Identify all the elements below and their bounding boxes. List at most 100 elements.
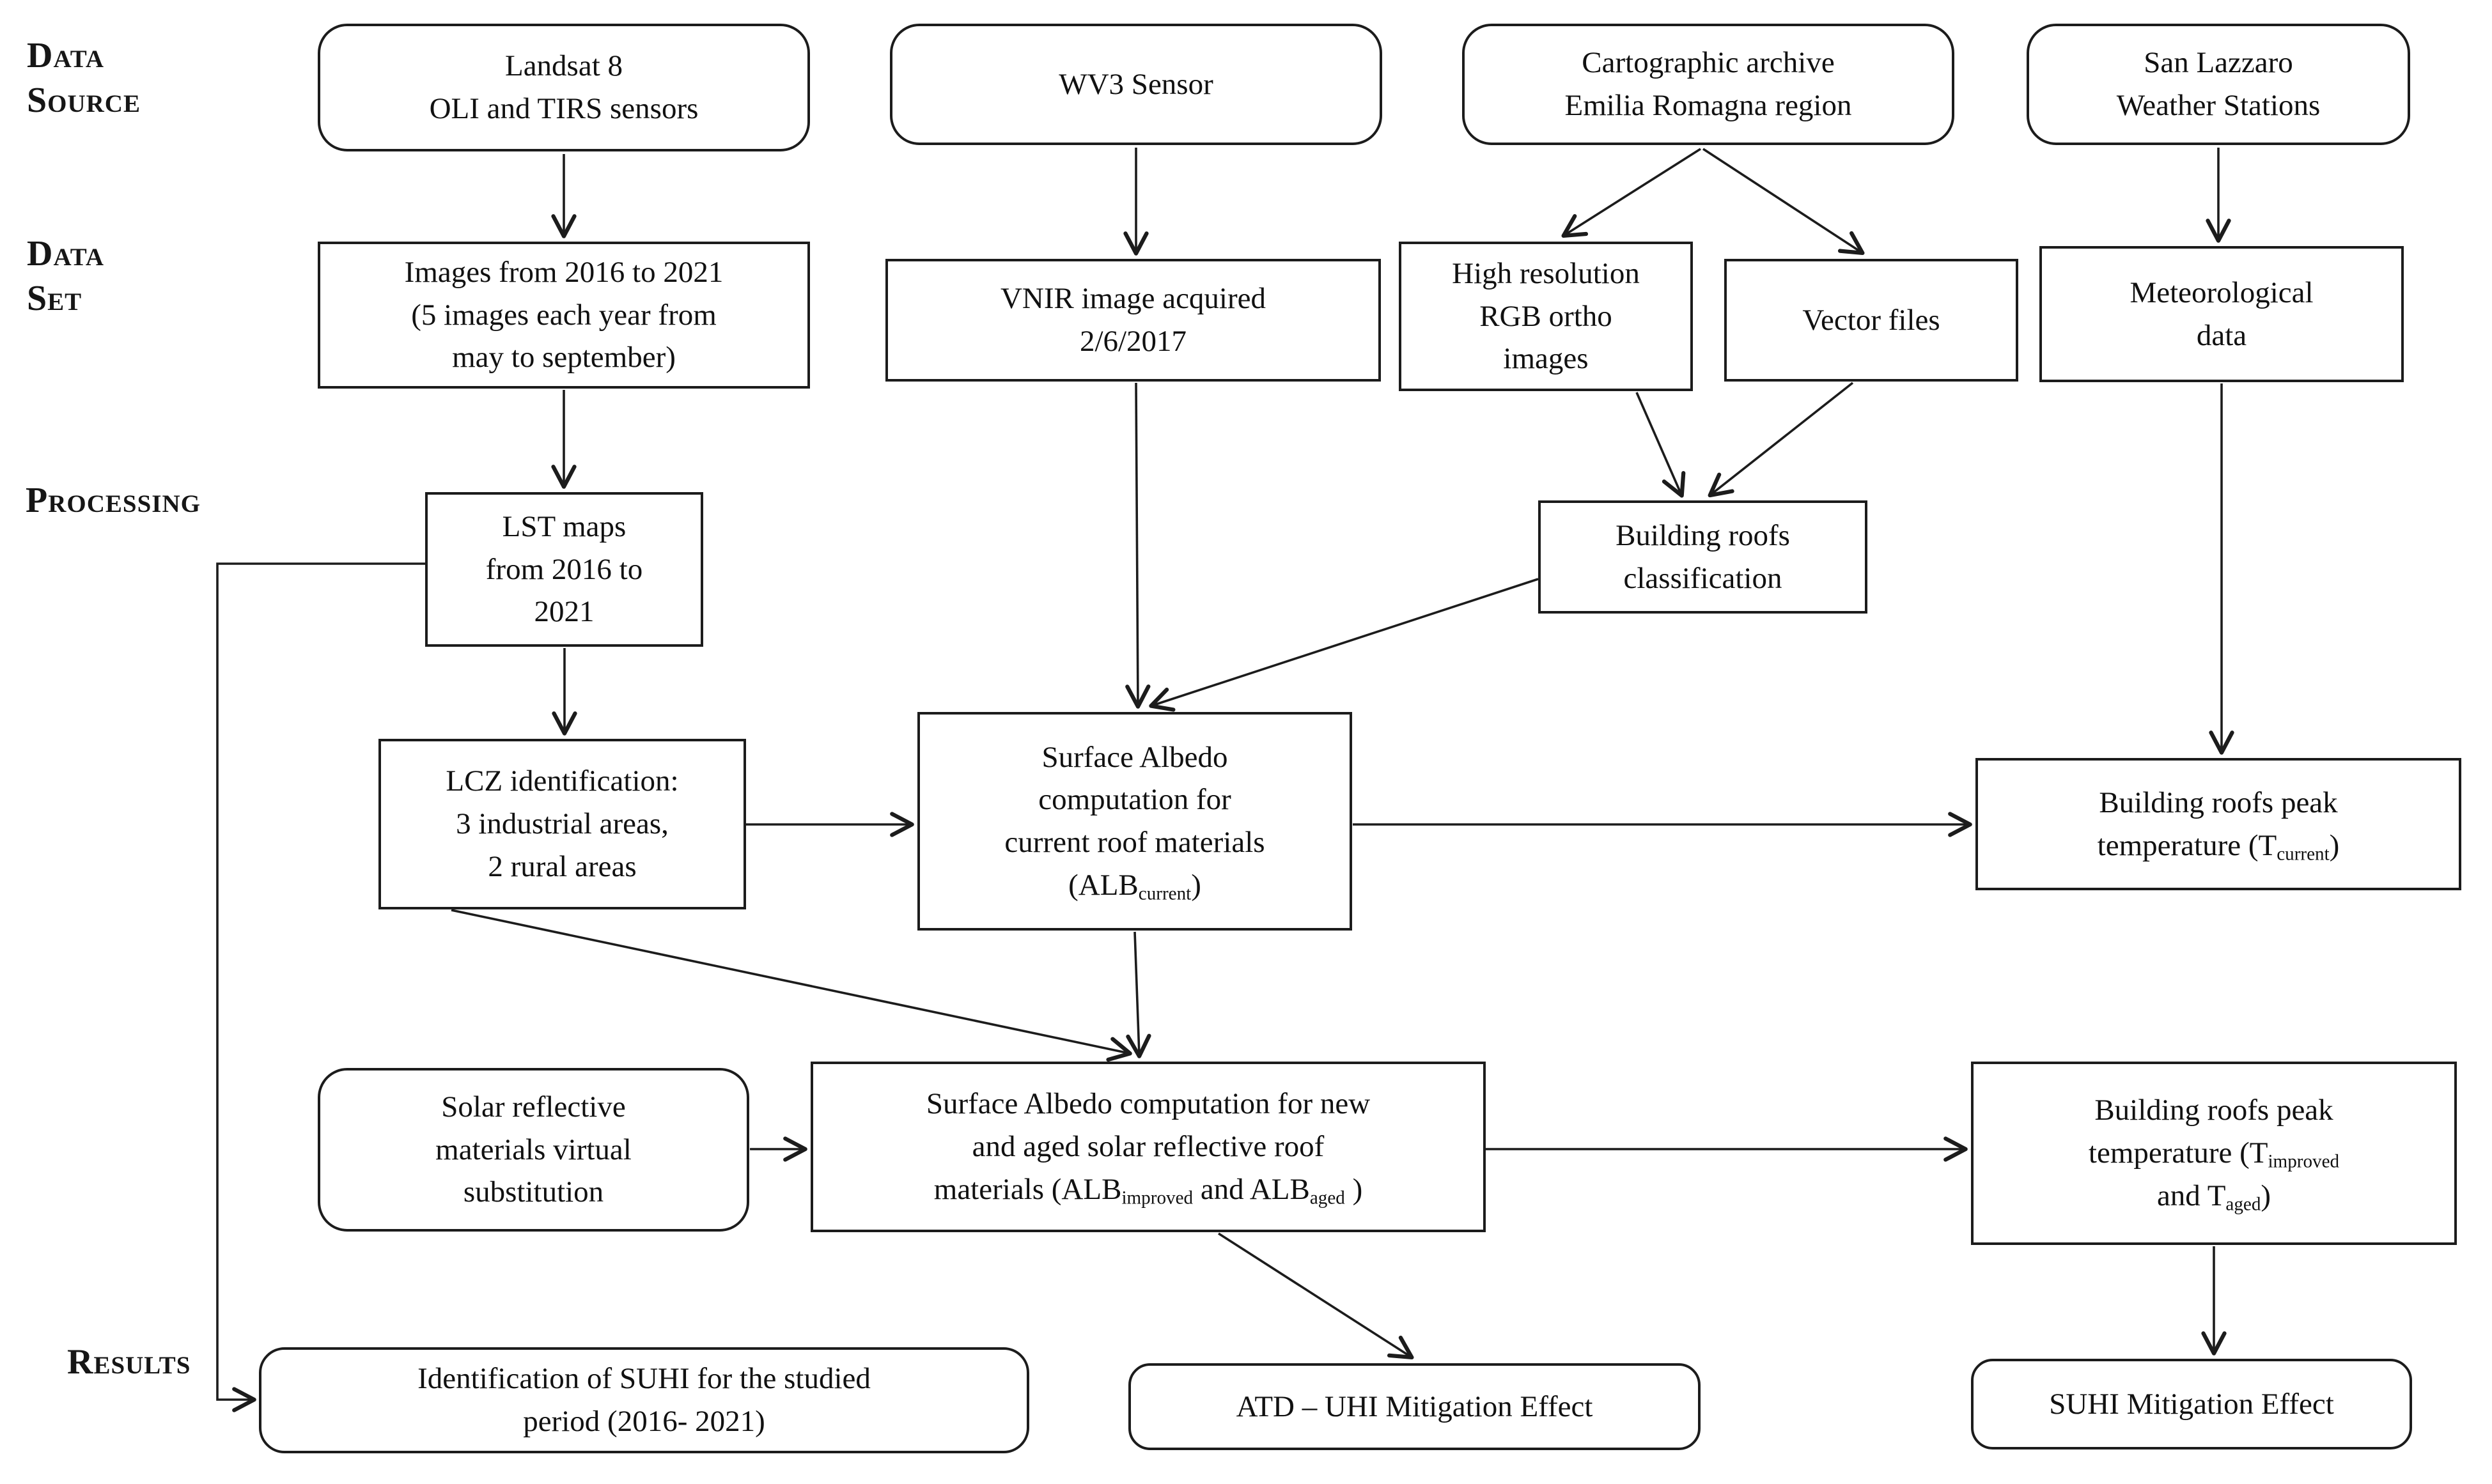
- box-solar-line1: Solar reflective: [441, 1090, 626, 1124]
- albedo-new-symbol: materials (ALB: [933, 1172, 1122, 1206]
- temp-aged-symbol: and T: [2156, 1179, 2226, 1212]
- box-landsat-line1: Landsat 8: [504, 49, 623, 83]
- box-meteorological-data: Meteorological data: [2039, 246, 2404, 382]
- row-label-data-source: Data Source: [27, 33, 141, 123]
- box-cartographic-line2: Emilia Romagna region: [1564, 89, 1852, 122]
- box-suhi-mitigation-effect: SUHI Mitigation Effect: [1971, 1359, 2412, 1449]
- box-wv3-line1: WV3 Sensor: [1059, 67, 1213, 101]
- box-images-line1: Images from 2016 to 2021: [404, 255, 724, 289]
- row-label-data-source-line2: Source: [27, 81, 141, 120]
- arrow-lst-to-suhi-identification: [216, 562, 425, 1412]
- box-temp-improved-line3: and Taged): [2157, 1175, 2271, 1217]
- arrow-roof-classification-to-albedo-current: [1149, 578, 1539, 712]
- box-wv3-sensor: WV3 Sensor: [890, 24, 1382, 145]
- box-vector-files-line1: Vector files: [1802, 303, 1940, 337]
- box-temp-current-line2: temperature (Tcurrent): [2098, 824, 2340, 867]
- box-surface-albedo-current: Surface Albedo computation for current r…: [917, 712, 1352, 931]
- arrow-vnir-to-albedo-current: [1125, 382, 1151, 709]
- box-atd-uhi-mitigation-effect: ATD – UHI Mitigation Effect: [1128, 1363, 1701, 1450]
- row-label-data-source-line1: Data: [27, 36, 104, 75]
- box-solar-reflective-substitution: Solar reflective materials virtual subst…: [318, 1068, 749, 1232]
- box-temp-improved-line2: temperature (Timproved: [2089, 1132, 2339, 1175]
- temp-current-symbol: temperature (T: [2097, 828, 2277, 862]
- box-atd-line1: ATD – UHI Mitigation Effect: [1236, 1389, 1593, 1423]
- box-suhi-id-line1: Identification of SUHI for the studied: [417, 1362, 871, 1396]
- box-lst-line2: from 2016 to: [485, 552, 643, 586]
- box-suhi-mitigation-line1: SUHI Mitigation Effect: [2049, 1387, 2334, 1421]
- albedo-current-subscript: current: [1138, 883, 1192, 904]
- box-meteo-line1: Meteorological: [2130, 275, 2314, 309]
- row-label-results: Results: [67, 1340, 191, 1384]
- box-lcz-line3: 2 rural areas: [488, 849, 637, 883]
- box-san-lazzaro-weather-stations: San Lazzaro Weather Stations: [2027, 24, 2410, 145]
- box-vnir-line1: VNIR image acquired: [1000, 282, 1266, 316]
- temp-improved-subscript: improved: [2268, 1151, 2340, 1172]
- box-cartographic-archive: Cartographic archive Emilia Romagna regi…: [1462, 24, 1954, 145]
- albedo-improved-subscript: improved: [1121, 1187, 1194, 1209]
- box-albedo-new-line2: and aged solar reflective roof: [972, 1130, 1325, 1164]
- temp-current-subscript: current: [2277, 843, 2330, 864]
- box-building-roofs-classification: Building roofs classification: [1538, 500, 1867, 614]
- row-label-processing-line1: Processing: [26, 481, 201, 520]
- box-images-line3: may to september): [452, 341, 676, 375]
- box-highres-line1: High resolution: [1452, 256, 1640, 290]
- box-lcz-line1: LCZ identification:: [446, 764, 679, 798]
- row-label-data-set-line1: Data: [27, 234, 104, 274]
- box-albedo-new-line3: materials (ALBimproved and ALBaged ): [934, 1168, 1362, 1211]
- box-temp-improved-line1: Building roofs peak: [2094, 1094, 2333, 1127]
- box-highres-line2: RGB ortho: [1479, 299, 1612, 333]
- box-lst-line3: 2021: [534, 595, 595, 629]
- box-vnir-image: VNIR image acquired 2/6/2017: [885, 259, 1381, 382]
- box-lcz-line2: 3 industrial areas,: [456, 807, 669, 841]
- albedo-new-close-paren: ): [1344, 1172, 1363, 1206]
- box-roof-classification-line1: Building roofs: [1616, 518, 1790, 552]
- box-vector-files: Vector files: [1724, 259, 2018, 382]
- box-landsat-oli-tirs: Landsat 8 OLI and TIRS sensors: [318, 24, 810, 151]
- temp-improved-close-paren: ): [2261, 1179, 2271, 1212]
- box-cartographic-line1: Cartographic archive: [1582, 46, 1835, 80]
- box-albedo-current-line2: computation for: [1038, 783, 1231, 817]
- box-san-lazzaro-line2: Weather Stations: [2116, 89, 2321, 122]
- row-label-results-line1: Results: [67, 1342, 191, 1382]
- box-albedo-current-line3: current roof materials: [1004, 826, 1265, 859]
- box-surface-albedo-new-aged: Surface Albedo computation for new and a…: [811, 1062, 1486, 1232]
- box-solar-line2: materials virtual: [435, 1132, 632, 1166]
- arrow-highres-to-roof-classification: [1635, 392, 1686, 498]
- box-lcz-identification: LCZ identification: 3 industrial areas, …: [378, 739, 746, 909]
- box-albedo-current-line4: (ALBcurrent): [1068, 864, 1201, 907]
- box-albedo-current-line1: Surface Albedo: [1041, 740, 1228, 774]
- albedo-current-symbol: (ALB: [1068, 868, 1139, 902]
- box-images-line2: (5 images each year from: [411, 298, 717, 332]
- row-label-data-set-line2: Set: [27, 279, 82, 318]
- box-roof-classification-line2: classification: [1623, 561, 1782, 595]
- arrow-carto-to-vector: [1702, 148, 1865, 256]
- box-suhi-id-line2: period (2016- 2021): [523, 1405, 765, 1438]
- box-suhi-identification: Identification of SUHI for the studied p…: [259, 1347, 1029, 1453]
- box-lst-line1: LST maps: [502, 509, 627, 543]
- box-temp-current-line1: Building roofs peak: [2099, 785, 2338, 819]
- box-san-lazzaro-line1: San Lazzaro: [2144, 46, 2293, 80]
- row-label-data-set: Data Set: [27, 231, 104, 321]
- arrow-albedo-current-to-albedo-new: [1126, 931, 1151, 1058]
- temp-improved-symbol: temperature (T: [2088, 1136, 2268, 1170]
- box-landsat-line2: OLI and TIRS sensors: [429, 92, 699, 125]
- albedo-current-close-paren: ): [1191, 868, 1201, 902]
- albedo-aged-subscript: aged: [1309, 1187, 1345, 1209]
- box-solar-line3: substitution: [463, 1175, 604, 1209]
- box-roof-peak-temperature-improved-aged: Building roofs peak temperature (Timprov…: [1971, 1062, 2457, 1245]
- albedo-aged-symbol: and ALB: [1193, 1172, 1310, 1206]
- arrow-lcz-to-albedo-new: [451, 909, 1132, 1062]
- arrow-vector-to-roof-classification: [1708, 382, 1854, 498]
- box-images-2016-2021: Images from 2016 to 2021 (5 images each …: [318, 242, 810, 389]
- temp-current-close-paren: ): [2329, 828, 2340, 862]
- box-albedo-new-line1: Surface Albedo computation for new: [926, 1087, 1371, 1121]
- box-high-resolution-rgb-ortho: High resolution RGB ortho images: [1399, 242, 1693, 391]
- temp-aged-subscript: aged: [2225, 1194, 2261, 1215]
- box-lst-maps: LST maps from 2016 to 2021: [425, 492, 703, 647]
- arrow-albedo-new-to-atd: [1218, 1232, 1414, 1360]
- box-highres-line3: images: [1503, 342, 1589, 376]
- box-meteo-line2: data: [2196, 318, 2247, 352]
- row-label-processing: Processing: [26, 478, 201, 523]
- box-vnir-line2: 2/6/2017: [1079, 325, 1187, 358]
